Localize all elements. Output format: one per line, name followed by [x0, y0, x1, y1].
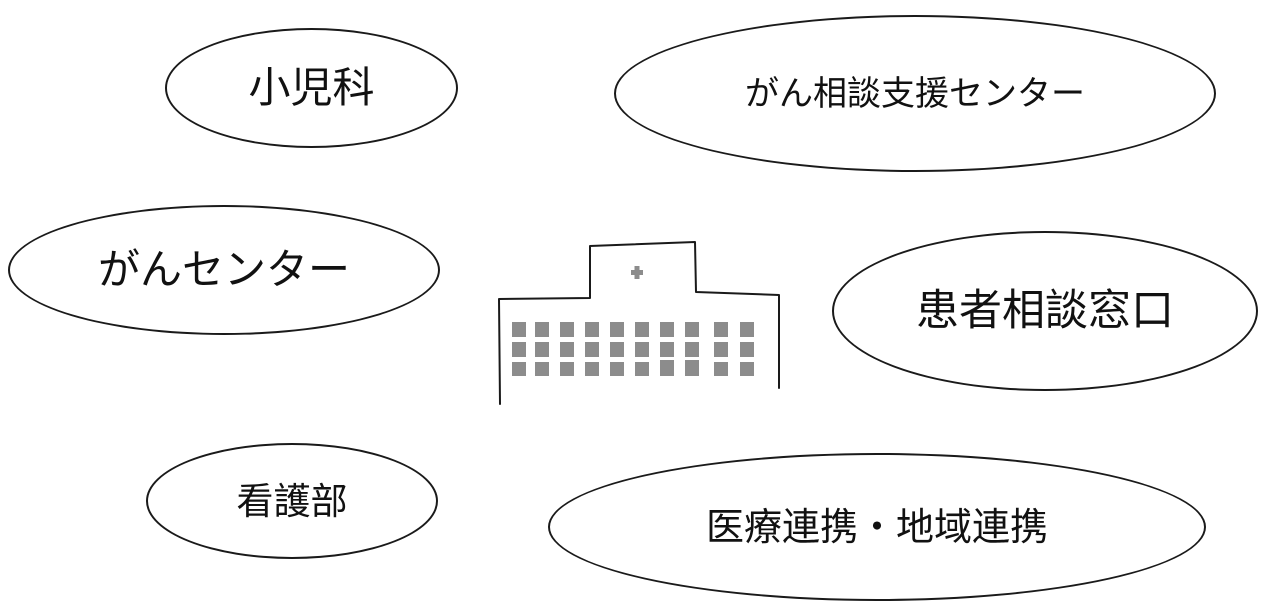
- hospital-building-icon: [498, 241, 780, 405]
- node-label: 看護部: [236, 479, 348, 523]
- node-pediatrics: 小児科: [165, 28, 458, 148]
- node-label: 医療連携・地域連携: [705, 505, 1048, 549]
- node-label: がんセンター: [97, 245, 350, 294]
- node-patient-consultation: 患者相談窓口: [832, 231, 1258, 391]
- node-label: がん相談支援センター: [745, 73, 1085, 114]
- node-regional-collaboration: 医療連携・地域連携: [548, 453, 1206, 601]
- node-label: 患者相談窓口: [916, 285, 1174, 336]
- node-label: 小児科: [248, 63, 375, 112]
- node-cancer-consultation-center: がん相談支援センター: [614, 15, 1216, 172]
- node-cancer-center: がんセンター: [8, 205, 440, 335]
- node-nursing-department: 看護部: [146, 443, 438, 559]
